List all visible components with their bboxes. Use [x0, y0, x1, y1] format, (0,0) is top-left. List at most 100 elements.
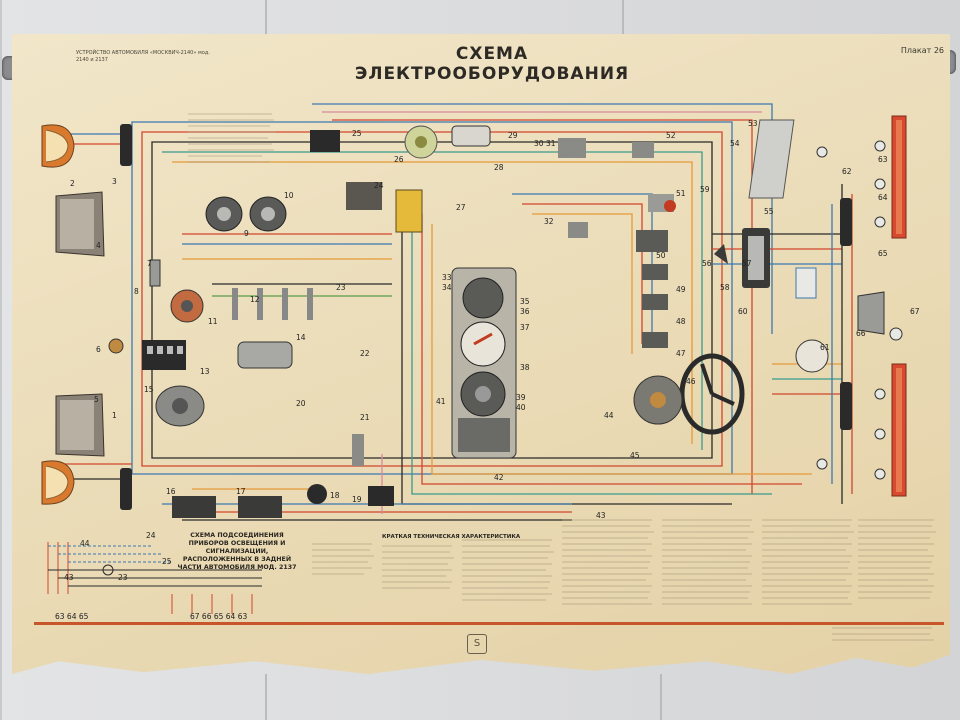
inset-label-23: 23 — [118, 573, 128, 582]
label-39: 39 — [516, 393, 526, 402]
label-62: 62 — [842, 167, 852, 176]
headlamp-bottom-left — [41, 460, 75, 505]
label-32: 32 — [544, 217, 554, 226]
label-35: 35 — [520, 297, 530, 306]
label-41: 41 — [436, 397, 446, 406]
label-24: 24 — [374, 181, 384, 190]
inset-label-25: 25 — [162, 557, 172, 566]
label-66: 66 — [856, 329, 866, 338]
inset-label-44: 44 — [80, 539, 90, 548]
label-36: 36 — [520, 307, 530, 316]
tile-joint — [622, 0, 624, 34]
label-25: 25 — [352, 129, 362, 138]
label-53: 53 — [748, 119, 758, 128]
label-30: 30 — [534, 139, 544, 148]
label-11: 11 — [208, 317, 218, 326]
label-29: 29 — [508, 131, 518, 140]
label-7: 7 — [147, 259, 152, 268]
instrument-cluster — [451, 267, 517, 459]
label-1: 1 — [112, 411, 117, 420]
label-56: 56 — [702, 259, 712, 268]
footer-red-rule — [34, 622, 944, 625]
inset-label-43: 43 — [64, 573, 74, 582]
label-8: 8 — [134, 287, 139, 296]
label-12: 12 — [250, 295, 260, 304]
rear-lamp-bulbs — [816, 140, 903, 480]
headlamp-top-left — [41, 124, 75, 168]
label-38: 38 — [520, 363, 530, 372]
poster-title: СХЕМА ЭЛЕКТРООБОРУДОВАНИЯ — [354, 44, 630, 84]
label-54: 54 — [730, 139, 740, 148]
label-52: 52 — [666, 131, 676, 140]
label-64: 64 — [878, 193, 888, 202]
wiring-poster: СХЕМА ЭЛЕКТРООБОРУДОВАНИЯ УСТРОЙСТВО АВТ… — [12, 34, 950, 674]
label-57: 57 — [742, 259, 752, 268]
label-18: 18 — [330, 491, 340, 500]
label-50: 50 — [656, 251, 666, 260]
label-19: 19 — [352, 495, 362, 504]
poster-plate-number: Плакат 26 — [900, 46, 944, 55]
inset-lamp-numbers-right: 67 66 65 64 63 — [190, 612, 248, 621]
label-13: 13 — [200, 367, 210, 376]
label-46: 46 — [686, 377, 696, 386]
tile-joint — [660, 674, 662, 720]
label-37: 37 — [520, 323, 530, 332]
label-22: 22 — [360, 349, 370, 358]
poster-header-left: УСТРОЙСТВО АВТОМОБИЛЯ «МОСКВИЧ-2140» мод… — [76, 50, 210, 63]
label-4: 4 — [96, 241, 101, 250]
label-17: 17 — [236, 487, 246, 496]
publisher-logo: S — [467, 634, 487, 654]
label-48: 48 — [676, 317, 686, 326]
label-40: 40 — [516, 403, 526, 412]
horns — [205, 196, 287, 232]
rear-lights-inset — [47, 542, 262, 614]
tile-joint — [265, 0, 267, 34]
steering-column — [633, 353, 745, 435]
label-6: 6 — [96, 345, 101, 354]
label-55: 55 — [764, 207, 774, 216]
label-16: 16 — [166, 487, 176, 496]
inset-label-24: 24 — [146, 531, 156, 540]
label-21: 21 — [360, 413, 370, 422]
label-63: 63 — [878, 155, 888, 164]
connector-blocks — [120, 124, 852, 510]
relays-lower — [172, 434, 364, 518]
inset-subtitle: СХЕМА ПОДСОЕДИНЕНИЯ ПРИБОРОВ ОСВЕЩЕНИЯ И… — [177, 532, 297, 571]
label-15: 15 — [144, 385, 154, 394]
inset-labels: 44 24 25 43 23 — [64, 531, 172, 582]
label-45: 45 — [630, 451, 640, 460]
label-5: 5 — [94, 395, 99, 404]
label-42: 42 — [494, 473, 504, 482]
legend-text-lines — [188, 113, 936, 641]
label-58: 58 — [720, 283, 730, 292]
inset-lamp-numbers-left: 63 64 65 — [55, 612, 89, 621]
label-3: 3 — [112, 177, 117, 186]
label-31: 31 — [546, 139, 556, 148]
label-65: 65 — [878, 249, 888, 258]
headlamp-main-left-top — [55, 191, 105, 257]
tile-joint — [265, 674, 267, 720]
ignition-components — [108, 259, 313, 427]
label-33: 33 — [442, 273, 452, 282]
label-44: 44 — [604, 411, 614, 420]
label-43: 43 — [596, 511, 606, 520]
label-28: 28 — [494, 163, 504, 172]
label-59: 59 — [700, 185, 710, 194]
label-61: 61 — [820, 343, 830, 352]
label-51: 51 — [676, 189, 686, 198]
headlamp-main-left-bottom — [55, 393, 105, 457]
label-47: 47 — [676, 349, 686, 358]
wiring-diagram: 2 3 4 7 8 9 10 11 12 13 14 15 16 17 18 1… — [41, 103, 936, 641]
rear-lamp-upper — [891, 115, 907, 239]
label-20: 20 — [296, 399, 306, 408]
label-49: 49 — [676, 285, 686, 294]
tech-spec-title: КРАТКАЯ ТЕХНИЧЕСКАЯ ХАРАКТЕРИСТИКА — [382, 534, 521, 540]
label-2: 2 — [70, 179, 75, 188]
license-lamp — [857, 291, 885, 335]
label-9: 9 — [244, 229, 249, 238]
label-14: 14 — [296, 333, 306, 342]
label-27: 27 — [456, 203, 466, 212]
rear-lamp-lower — [891, 363, 907, 497]
label-67: 67 — [910, 307, 920, 316]
top-components — [346, 119, 829, 373]
